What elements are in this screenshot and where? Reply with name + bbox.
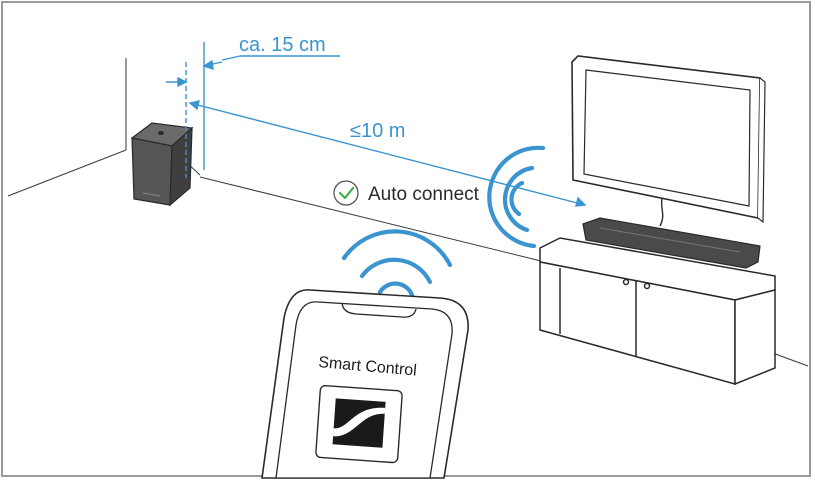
speaker-wall-distance-label: ca. 15 cm <box>239 34 326 56</box>
right-floor-line <box>769 351 809 367</box>
left-wall-floor-line <box>7 149 127 197</box>
sennheiser-logo-icon[interactable] <box>315 384 403 464</box>
room-outline <box>7 58 809 367</box>
max-distance-label: ≤10 m <box>350 120 405 142</box>
auto-connect-label: Auto connect <box>368 184 480 205</box>
subwoofer-speaker <box>130 122 194 207</box>
wireless-signal-icon <box>487 145 546 249</box>
tv-cabinet <box>539 237 776 386</box>
check-circle-icon <box>333 180 359 206</box>
phone-signal-icon <box>341 229 453 298</box>
back-wall-floor-line <box>199 176 546 263</box>
soundbar <box>582 217 761 269</box>
max-distance-marker <box>188 100 587 207</box>
television <box>571 55 766 227</box>
